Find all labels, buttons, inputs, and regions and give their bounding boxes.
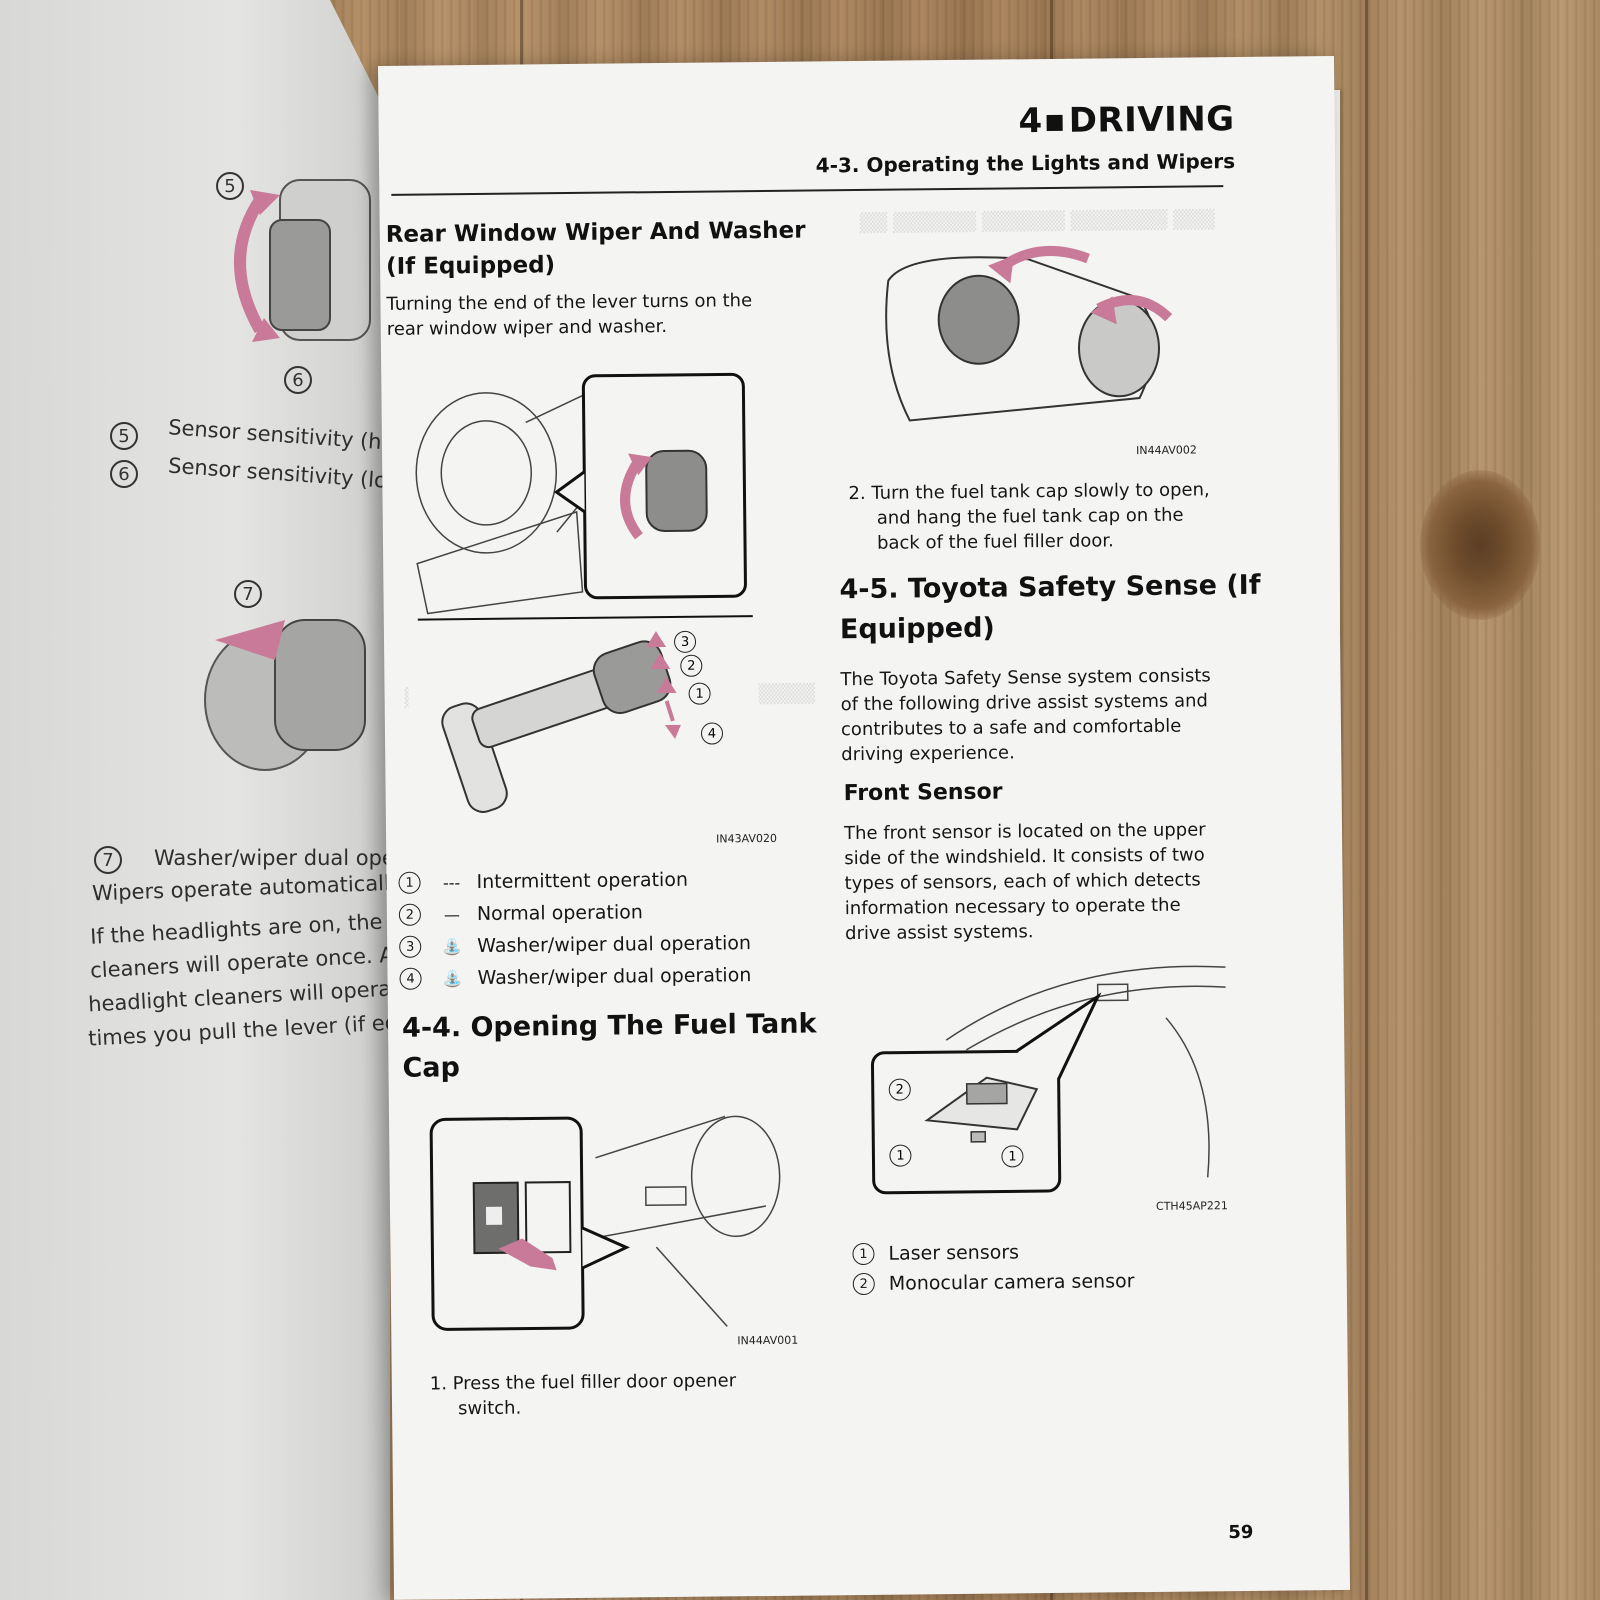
manual-page-59: ▒▒▒ ▒▒▒▒▒▒▒ ▒▒▒▒▒▒ ▒▒▒▒▒▒ ▒▒ ▒▒▒▒▒▒▒ ▒▒▒… [378, 55, 1351, 1600]
left-para-line-2: cleaners will operate once. And [89, 941, 390, 983]
fuel-cap-open-figure [867, 237, 1180, 441]
wiper-item-1: 1 --- Intermittent operation [398, 869, 688, 894]
wiper-item-2-text: Normal operation [476, 901, 644, 926]
safety-sense-heading-line2: Equipped) [839, 612, 995, 646]
lever-pull-illustration [204, 619, 366, 771]
figure-code-in44av001: IN44AV001 [737, 1333, 799, 1348]
callout-5: 5 [216, 172, 244, 200]
item-7-line2: Wipers operate automatically [91, 870, 390, 906]
front-sensor-heading: Front Sensor [843, 779, 1003, 807]
callout-6: 6 [284, 366, 312, 394]
item-7-line1: Washer/wiper dual opera [154, 846, 390, 870]
front-sensor-line5: drive assist systems. [845, 921, 1034, 945]
figure-code-cth45ap221: CTH45AP221 [1155, 1199, 1228, 1213]
item-5-number: 5 [110, 422, 138, 450]
wiper-item-1-number: 1 [398, 871, 421, 894]
wiper-callout-1: 1 [688, 682, 711, 705]
sensor-callout-1: 1 [889, 1144, 912, 1167]
sensor-item-1-text: Laser sensors [888, 1241, 1020, 1265]
wiper-item-2: 2 — Normal operation [398, 901, 644, 926]
figure-code-in43av020: IN43AV020 [716, 831, 777, 846]
fuel-step2-line2: and hang the fuel tank cap on the [876, 504, 1184, 529]
safety-sense-body-line3: contributes to a safe and comfortable [840, 715, 1182, 741]
wiper-callout-4: 4 [700, 722, 724, 745]
rear-wiper-body-line2: rear window wiper and washer. [386, 315, 668, 340]
wiper-item-3-text: Washer/wiper dual operation [477, 932, 752, 958]
intermittent-symbol: --- [442, 872, 461, 892]
item-6-number: 6 [110, 460, 138, 488]
front-sensor-line4: information necessary to operate the [844, 894, 1181, 920]
wood-seam [1365, 0, 1368, 1600]
sensor-item-2: 2 Monocular camera sensor [852, 1270, 1135, 1296]
sensor-item-1: 1 Laser sensors [852, 1241, 1020, 1266]
left-page: 5 6 5 Sensor sensitivity (high) 6 Sensor… [0, 0, 390, 1600]
callout-7: 7 [234, 580, 262, 608]
wiper-item-3: 3 ⛲ Washer/wiper dual operation [399, 932, 751, 958]
left-para-line-3: headlight cleaners will operate [87, 975, 390, 1017]
square-bullet-icon [1046, 114, 1063, 131]
wiper-item-4: 4 ⛲ Washer/wiper dual operation [399, 964, 751, 990]
wiper-item-4-text: Washer/wiper dual operation [477, 964, 752, 990]
sensor-callout-1b: 1 [1001, 1145, 1024, 1168]
sensor-callout-2: 2 [888, 1078, 911, 1101]
section-title: 4-3. Operating the Lights and Wipers [815, 149, 1236, 178]
chapter-title: 4 DRIVING [1018, 99, 1234, 141]
front-sensor-figure [865, 957, 1228, 1201]
fuel-step1-line1: 1. Press the fuel filler door opener [429, 1370, 737, 1395]
rear-wiper-figure [405, 360, 761, 834]
left-para-line-1: If the headlights are on, the hea [89, 907, 390, 949]
washer-icon: ⛲ [442, 968, 463, 988]
normal-symbol: — [443, 904, 460, 924]
fuel-step2-line1: 2. Turn the fuel tank cap slowly to open… [848, 479, 1210, 505]
item-5-text: Sensor sensitivity (high) [167, 415, 390, 457]
rear-wiper-heading-line2: (If Equipped) [385, 252, 556, 280]
sensitivity-dial-illustration [234, 179, 371, 342]
washer-icon: ⛲ [442, 936, 463, 956]
wiper-callout-3: 3 [673, 630, 697, 653]
figure-code-in44av002: IN44AV002 [1136, 443, 1197, 458]
item-6-text: Sensor sensitivity (low) [167, 453, 390, 495]
item-7-number: 7 [94, 846, 122, 874]
safety-sense-body-line4: driving experience. [841, 742, 1015, 766]
sensor-item-2-number: 2 [852, 1272, 875, 1296]
wiper-item-4-number: 4 [399, 967, 422, 990]
wiper-callout-2: 2 [680, 654, 703, 677]
front-sensor-line3: types of sensors, each of which detects [844, 869, 1201, 895]
safety-sense-body-line1: The Toyota Safety Sense system consists [840, 665, 1211, 691]
wiper-item-3-number: 3 [399, 935, 422, 958]
sensor-item-1-number: 1 [852, 1242, 875, 1266]
front-sensor-line1: The front sensor is located on the upper [843, 819, 1206, 845]
page-number: 59 [1228, 1521, 1254, 1544]
chapter-number: 4 [1018, 101, 1043, 142]
rear-wiper-heading-line1: Rear Window Wiper And Washer [385, 217, 806, 248]
header-rule [391, 185, 1224, 196]
fuel-cap-heading-line1: 4-4. Opening The Fuel Tank [401, 1008, 817, 1044]
bleed-through-text: ▒▒▒ ▒▒▒▒▒▒▒ ▒▒▒▒▒▒ ▒▒▒▒▒▒ ▒▒ [859, 209, 1215, 234]
safety-sense-body-line2: of the following drive assist systems an… [840, 690, 1209, 716]
safety-sense-heading-line1: 4-5. Toyota Safety Sense (If [839, 569, 1261, 606]
left-para-line-4: times you pull the lever (if equi [87, 1009, 390, 1051]
chapter-name: DRIVING [1068, 99, 1235, 141]
fuel-step2-line3: back of the fuel filler door. [876, 530, 1114, 554]
wiper-item-1-text: Intermittent operation [476, 868, 689, 894]
rear-wiper-body-line1: Turning the end of the lever turns on th… [386, 290, 753, 315]
front-sensor-line2: side of the windshield. It consists of t… [844, 844, 1205, 870]
fuel-step1-line2: switch. [457, 1397, 522, 1420]
wiper-item-2-number: 2 [398, 903, 422, 926]
wood-knot [1420, 470, 1540, 620]
sensor-item-2-text: Monocular camera sensor [888, 1270, 1135, 1295]
fuel-door-switch-figure [424, 1095, 788, 1340]
fuel-cap-heading-line2: Cap [402, 1052, 461, 1084]
